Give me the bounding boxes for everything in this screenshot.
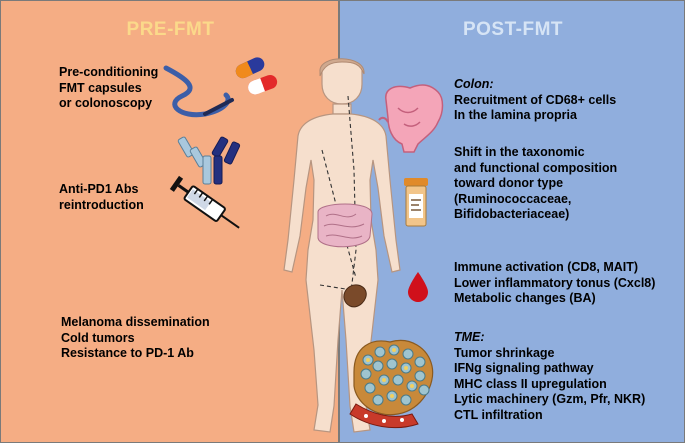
syringe-icon (169, 175, 240, 229)
outcome-line: Resistance to PD-1 Ab (61, 346, 194, 360)
outcome-line: Melanoma dissemination (61, 315, 210, 329)
shift-line: (Ruminococcaceae, (454, 191, 572, 206)
immune-line: Lower inflammatory tonus (Cxcl8) (454, 275, 656, 290)
capsules-icon (235, 57, 278, 95)
tme-text: TME: Tumor shrinkage IFNg signaling path… (454, 330, 645, 423)
stool-jar-icon (404, 178, 428, 227)
immune-line: Metabolic changes (BA) (454, 291, 596, 305)
colon-line: In the lamina propria (454, 108, 577, 122)
conditioning-line: Pre-conditioning (59, 65, 159, 79)
antipd1-text: Anti-PD1 Abs reintroduction (59, 182, 144, 213)
tme-line: IFNg signaling pathway (454, 361, 594, 375)
conditioning-line: or colonoscopy (59, 96, 153, 110)
colon-line: Recruitment of CD68+ cells (454, 92, 617, 107)
tme-line: Lytic machinery (Gzm, Pfr, NKR) (454, 392, 646, 406)
tme-heading: TME: (454, 330, 485, 344)
shift-line: Shift in the taxonomic (454, 145, 585, 159)
shift-line: Bifidobacteriaceae) (454, 207, 570, 221)
conditioning-line: FMT capsules (59, 80, 142, 95)
small-intestine-icon (317, 203, 373, 248)
immune-text: Immune activation (CD8, MAIT) Lower infl… (454, 260, 655, 307)
colon-heading: Colon: (454, 77, 494, 91)
tme-line: MHC class II upregulation (454, 376, 607, 391)
shift-text: Shift in the taxonomic and functional co… (454, 145, 617, 223)
pre-outcome-text: Melanoma dissemination Cold tumors Resis… (61, 315, 210, 362)
shift-line: toward donor type (454, 176, 564, 190)
antipd1-line: reintroduction (59, 197, 144, 212)
pre-fmt-title: PRE-FMT (126, 19, 215, 40)
shift-line: and functional composition (454, 160, 618, 175)
blood-drop-icon (408, 272, 428, 302)
tumor-icon (349, 339, 434, 429)
antibody-icon (177, 136, 241, 185)
conditioning-text: Pre-conditioning FMT capsules or colonos… (59, 65, 158, 112)
antipd1-line: Anti-PD1 Abs (59, 182, 139, 196)
colon-icon (378, 84, 444, 153)
body-figure (283, 59, 401, 433)
tumor-lesion-shape (343, 284, 367, 308)
tme-line: Tumor shrinkage (454, 345, 555, 360)
pre-fmt-panel: PRE-FMT Pre-conditioning FMT capsules or… (0, 0, 339, 443)
hair-shape (319, 58, 365, 77)
colon-text: Colon: Recruitment of CD68+ cells In the… (454, 77, 616, 124)
outcome-line: Cold tumors (61, 330, 135, 345)
colonoscope-icon (163, 65, 234, 118)
post-fmt-title: POST-FMT (462, 19, 564, 40)
tme-line: CTL infiltration (454, 407, 543, 422)
immune-line: Immune activation (CD8, MAIT) (454, 260, 639, 274)
